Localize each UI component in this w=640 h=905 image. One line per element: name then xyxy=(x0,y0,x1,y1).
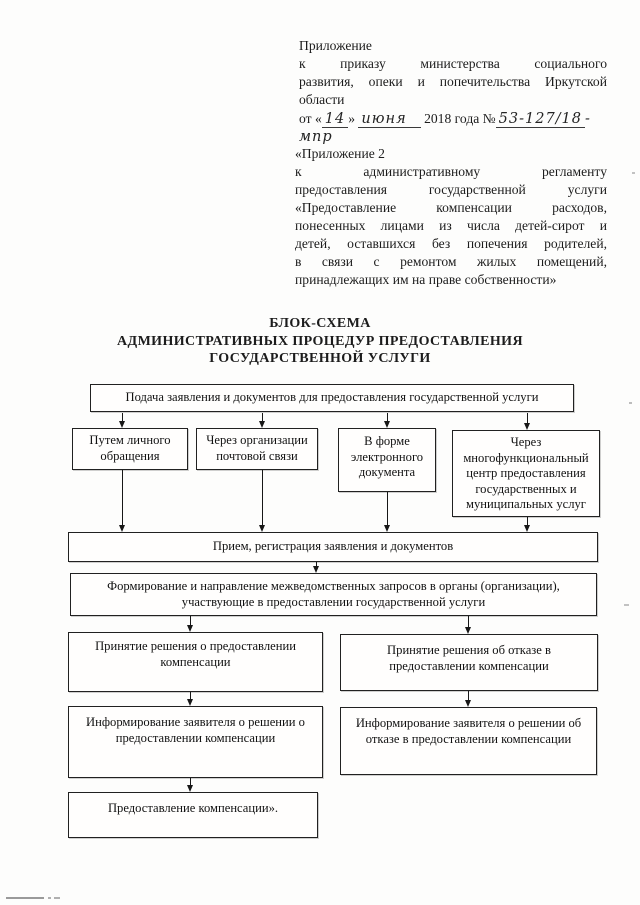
annex-line: Приложение xyxy=(299,38,372,53)
handwritten-day: 14 xyxy=(321,111,349,128)
annex2-line: предоставления государственной услуги xyxy=(295,182,607,197)
date-year-number-sign: 2018 года № xyxy=(420,111,496,126)
flow-box-postal: Через организации почтовой связи xyxy=(196,428,318,470)
flow-box-electronic: В форме электронного документа xyxy=(338,428,436,492)
flow-arrow-down xyxy=(258,470,265,532)
flow-arrow-down xyxy=(383,413,390,428)
flow-box-label: Принятие решения об отказе в предоставле… xyxy=(387,643,551,673)
flow-arrow-down xyxy=(523,413,530,430)
annex2-line: в связи с ремонтом жилых помещений, xyxy=(295,254,607,269)
flow-arrow-down xyxy=(523,517,530,532)
handwritten-month: июня xyxy=(358,111,421,128)
scan-artifact xyxy=(48,897,51,899)
page-title: БЛОК-СХЕМА АДМИНИСТРАТИВНЫХ ПРОЦЕДУР ПРЕ… xyxy=(60,315,580,368)
flow-box-label: Формирование и направление межведомствен… xyxy=(107,578,560,609)
flow-box-label: Через многофункциональный центр предоста… xyxy=(463,435,589,512)
date-prefix: от « xyxy=(299,111,322,126)
annex-line: области xyxy=(299,92,345,107)
flow-box-mfc: Через многофункциональный центр предоста… xyxy=(452,430,600,517)
annex2-line: понесенных лицами из числа детей-сирот и xyxy=(295,218,607,233)
flow-box-interagency-requests: Формирование и направление межведомствен… xyxy=(70,573,597,616)
flow-box-label: Предоставление компенсации». xyxy=(107,801,279,815)
handwritten-order-number: 53-127/18 xyxy=(495,111,586,128)
flow-arrow-down xyxy=(186,616,193,632)
flow-box-label: Подача заявления и документов для предос… xyxy=(125,390,539,405)
flow-arrow-down xyxy=(118,470,125,532)
flow-box-inform-grant: Информирование заявителя о решении о пре… xyxy=(68,706,323,778)
title-line: БЛОК-СХЕМА xyxy=(269,316,371,331)
flow-arrow-down xyxy=(383,492,390,532)
scan-artifact xyxy=(54,897,60,899)
flow-arrow-down xyxy=(118,413,125,428)
flow-arrow-down xyxy=(186,692,193,706)
flow-box-decision-refusal: Принятие решения об отказе в предоставле… xyxy=(340,634,598,691)
flow-box-label: В форме электронного документа xyxy=(350,434,424,480)
flow-box-inform-refusal: Информирование заявителя о решении об от… xyxy=(340,707,597,775)
title-line: АДМИНИСТРАТИВНЫХ ПРОЦЕДУР ПРЕДОСТАВЛЕНИЯ xyxy=(117,333,523,349)
scan-artifact xyxy=(6,897,44,899)
scan-artifact xyxy=(629,402,632,404)
date-quote-close: » xyxy=(348,111,359,126)
annex2-line: «Предоставление компенсации расходов, xyxy=(295,200,607,215)
annex2-line: принадлежащих им на праве собственности» xyxy=(295,272,557,287)
annex2-line: «Приложение 2 xyxy=(295,146,385,161)
flow-box-label: Принятие решения о предоставлении компен… xyxy=(95,639,296,669)
flow-box-provision: Предоставление компенсации». xyxy=(68,792,318,838)
handwritten-order-suffix: -мпр xyxy=(299,111,591,145)
annex-reference-block: Приложение к приказу министерства социал… xyxy=(299,37,607,146)
flow-arrow-down xyxy=(312,562,319,573)
flow-arrow-down xyxy=(186,778,193,792)
flow-arrow-down xyxy=(464,616,471,634)
title-line: ГОСУДАРСТВЕННОЙ УСЛУГИ xyxy=(209,351,431,367)
annex2-line: к административному регламенту xyxy=(295,164,607,179)
flow-box-decision-grant: Принятие решения о предоставлении компен… xyxy=(68,632,323,692)
scan-artifact xyxy=(624,604,629,606)
flow-box-in-person: Путем личного обращения xyxy=(72,428,188,470)
flow-box-label: Прием, регистрация заявления и документо… xyxy=(212,539,454,554)
flow-box-label: Информирование заявителя о решении о пре… xyxy=(86,715,305,745)
flow-arrow-down xyxy=(464,691,471,707)
annex2-line: детей, оставшихся без попечения родителе… xyxy=(295,236,607,251)
flow-arrow-down xyxy=(258,413,265,428)
flow-box-label: Путем личного обращения xyxy=(89,433,171,463)
annex2-reference-block: «Приложение 2 к административному реглам… xyxy=(295,145,607,289)
flow-box-label: Информирование заявителя о решении об от… xyxy=(355,716,582,746)
flow-box-label: Через организации почтовой связи xyxy=(206,433,308,463)
flow-box-submission: Подача заявления и документов для предос… xyxy=(90,384,574,412)
scan-artifact xyxy=(632,172,635,174)
annex-line: к приказу министерства социального xyxy=(299,56,607,71)
flow-box-reception: Прием, регистрация заявления и документо… xyxy=(68,532,598,562)
annex-line: развития, опеки и попечительства Иркутск… xyxy=(299,74,607,89)
